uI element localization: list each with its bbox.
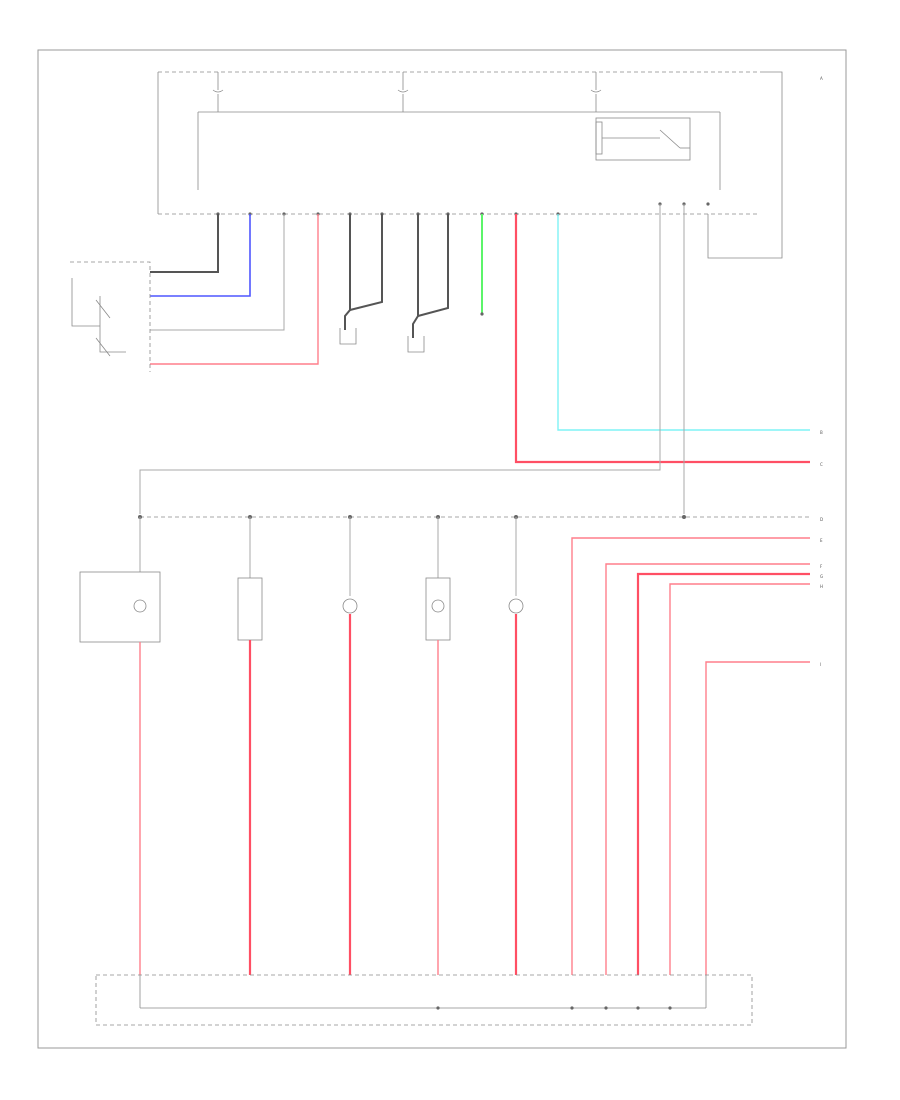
- right-dimmer-wires: [407, 214, 449, 353]
- combination-light-switch-wires: [70, 214, 319, 372]
- connector-label-a: A: [820, 76, 823, 81]
- gray-feed-wire: [139, 204, 661, 514]
- connector-label-f: F: [820, 564, 823, 569]
- connector-label-i: I: [820, 662, 821, 667]
- fuse-box: [157, 71, 760, 215]
- lamp-cruise-control: [342, 517, 358, 975]
- lamp-hazard-switch: [425, 517, 451, 975]
- diagram-frame: [37, 49, 847, 1049]
- connector-label-c: C: [820, 462, 823, 467]
- ground-distribution-box: [95, 974, 753, 1026]
- dimmer-relay: [595, 117, 691, 161]
- green-ground-wire: [480, 214, 484, 316]
- lamp-ac-display: [79, 517, 161, 975]
- left-dimmer-wires: [339, 214, 383, 345]
- power-feed-wire: [707, 71, 783, 259]
- illumination-red-wire: [514, 214, 810, 464]
- lamp-trunk-opener: [508, 517, 524, 975]
- lamp-bus: [138, 515, 810, 519]
- connector-label-g: G: [820, 574, 823, 579]
- connector-label-d: D: [820, 517, 823, 522]
- lamp-rear-window-defogger: [237, 517, 263, 975]
- right-illumination-runs: [571, 537, 810, 975]
- cyan-signal-wire: [557, 214, 810, 431]
- connector-label-h: H: [820, 584, 823, 589]
- connector-label-b: B: [820, 430, 823, 435]
- connector-label-e: E: [820, 538, 823, 543]
